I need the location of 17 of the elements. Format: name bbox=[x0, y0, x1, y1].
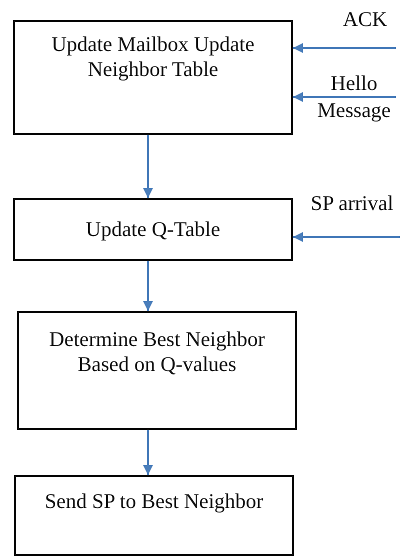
arrow bbox=[143, 135, 153, 198]
process-box bbox=[14, 475, 294, 556]
process-box bbox=[17, 311, 297, 430]
arrow bbox=[143, 261, 153, 311]
box-text: Send SP to Best Neighbor bbox=[44, 489, 264, 514]
box-text: Determine Best Neighbor Based on Q-values bbox=[48, 327, 266, 377]
arrow bbox=[293, 92, 396, 102]
edge-label: ACK bbox=[342, 6, 388, 33]
edge-label: Hello Message bbox=[316, 70, 392, 124]
arrow bbox=[293, 232, 400, 242]
process-box bbox=[13, 198, 293, 261]
arrow bbox=[293, 43, 396, 53]
box-text: Update Q-Table bbox=[84, 217, 222, 242]
box-text: Update Mailbox Update Neighbor Table bbox=[50, 32, 256, 82]
process-box bbox=[13, 20, 293, 135]
edge-label: SP arrival bbox=[310, 190, 394, 217]
arrow bbox=[143, 430, 153, 475]
